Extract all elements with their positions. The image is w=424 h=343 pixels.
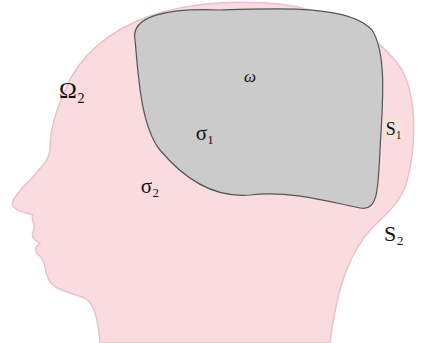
conductivity-label: σ₂: [141, 176, 160, 197]
region-label: Ω₂: [59, 78, 85, 102]
brain-region-path: [135, 9, 383, 209]
head-region-path: [13, 2, 414, 343]
boundary-label: S₁: [384, 119, 404, 139]
brain-region: ωσ₁S₁: [130, 4, 392, 216]
boundary-label: S₂: [384, 223, 404, 245]
conductivity-label: σ₁: [196, 123, 215, 144]
domain-label: ω: [244, 68, 256, 85]
brain-region-outline: [130, 4, 392, 216]
